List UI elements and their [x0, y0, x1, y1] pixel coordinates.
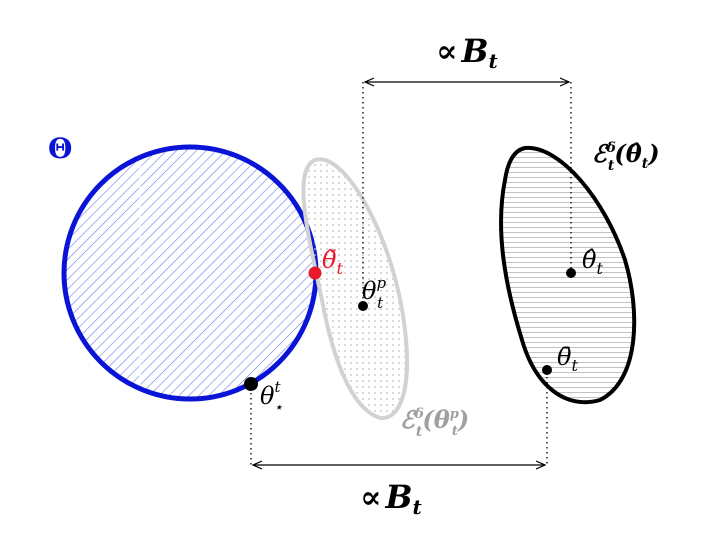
theta-set-fill [64, 147, 316, 399]
theta-star-point [244, 377, 258, 391]
theta-bar-label: θ̄t [557, 343, 578, 375]
theta-tilde-label: θ̃t [322, 246, 343, 278]
bottom-bound-label: ∝Bt [360, 478, 423, 519]
theta-set-label: Θ [48, 132, 72, 165]
top-bound-label: ∝Bt [436, 32, 499, 73]
theta-star-label: θt⋆ [260, 378, 283, 416]
ellipse-p-region [301, 157, 409, 421]
theta-bar-point [542, 365, 552, 375]
theta-hat-point [566, 268, 576, 278]
theta-p-point [358, 301, 368, 311]
theta-tilde-point [308, 266, 322, 280]
theta-hat-label: θ̂t [582, 246, 603, 278]
theta-set [61, 144, 319, 402]
